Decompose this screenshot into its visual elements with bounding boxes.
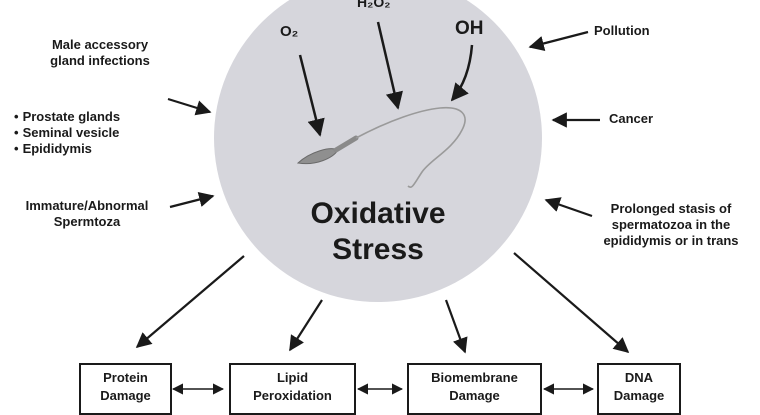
effect-line1: DNA xyxy=(624,370,654,385)
cause-immature: Immature/Abnormal Spermtoza xyxy=(2,198,172,230)
h2o2-label: H₂O₂ xyxy=(357,0,391,10)
center-title-line1: Oxidative xyxy=(310,197,446,230)
o2-label: O₂ xyxy=(280,23,299,40)
cause-immature-line2: Spermtoza xyxy=(53,214,121,229)
cause-male-accessory-line2: gland infections xyxy=(50,53,150,68)
immature-arrow xyxy=(169,191,215,209)
effect-protein-damage: Protein Damage xyxy=(79,363,172,415)
effect-line2: Peroxidation xyxy=(253,388,332,403)
spermatozoon-icon xyxy=(296,106,466,188)
cause-stasis-line2: spermatozoa in the xyxy=(611,217,731,232)
effect-dna-damage: DNA Damage xyxy=(597,363,681,415)
effect-line1: Protein xyxy=(103,370,148,385)
to-biomembrane-arrow xyxy=(444,299,468,354)
cause-immature-line1: Immature/Abnormal xyxy=(25,198,149,213)
cause-glands-list: Prostate glands Seminal vesicle Epididym… xyxy=(14,109,164,157)
o2-arrow xyxy=(298,54,325,137)
effect-line1: Lipid xyxy=(276,370,309,385)
glands-arrow xyxy=(167,97,212,116)
effect-line1: Biomembrane xyxy=(431,370,518,385)
stasis-arrow xyxy=(544,197,593,218)
oxidative-stress-circle xyxy=(214,0,542,302)
to-lipid-arrow xyxy=(289,299,323,352)
pollution-arrow xyxy=(528,30,589,51)
effect-biomembrane-damage: Biomembrane Damage xyxy=(407,363,542,415)
effect-line2: Damage xyxy=(100,388,151,403)
cause-stasis-line3: epididymis or in trans xyxy=(603,233,739,248)
effect-lipid-peroxidation: Lipid Peroxidation xyxy=(229,363,356,415)
cause-male-accessory-line1: Male accessory xyxy=(51,37,149,52)
to-dna-arrow xyxy=(513,252,630,354)
h2o2-arrow xyxy=(376,21,403,110)
center-title: Oxidative Stress xyxy=(268,196,488,268)
list-item: Seminal vesicle xyxy=(14,125,164,141)
cause-cancer: Cancer xyxy=(609,111,654,126)
cause-stasis-line1: Prolonged stasis of xyxy=(610,201,732,216)
center-title-line2: Stress xyxy=(332,233,424,266)
cause-male-accessory: Male accessory gland infections xyxy=(25,37,175,69)
to-protein-arrow xyxy=(135,255,245,348)
list-item: Prostate glands xyxy=(14,109,164,125)
effect-line2: Damage xyxy=(613,388,665,403)
cause-stasis: Prolonged stasis of spermatozoa in the e… xyxy=(582,201,760,249)
list-item: Epididymis xyxy=(14,141,164,157)
oh-label: OH xyxy=(455,18,484,39)
oh-arrow xyxy=(450,44,474,102)
cause-pollution: Pollution xyxy=(594,23,650,38)
effect-line2: Damage xyxy=(449,388,500,403)
